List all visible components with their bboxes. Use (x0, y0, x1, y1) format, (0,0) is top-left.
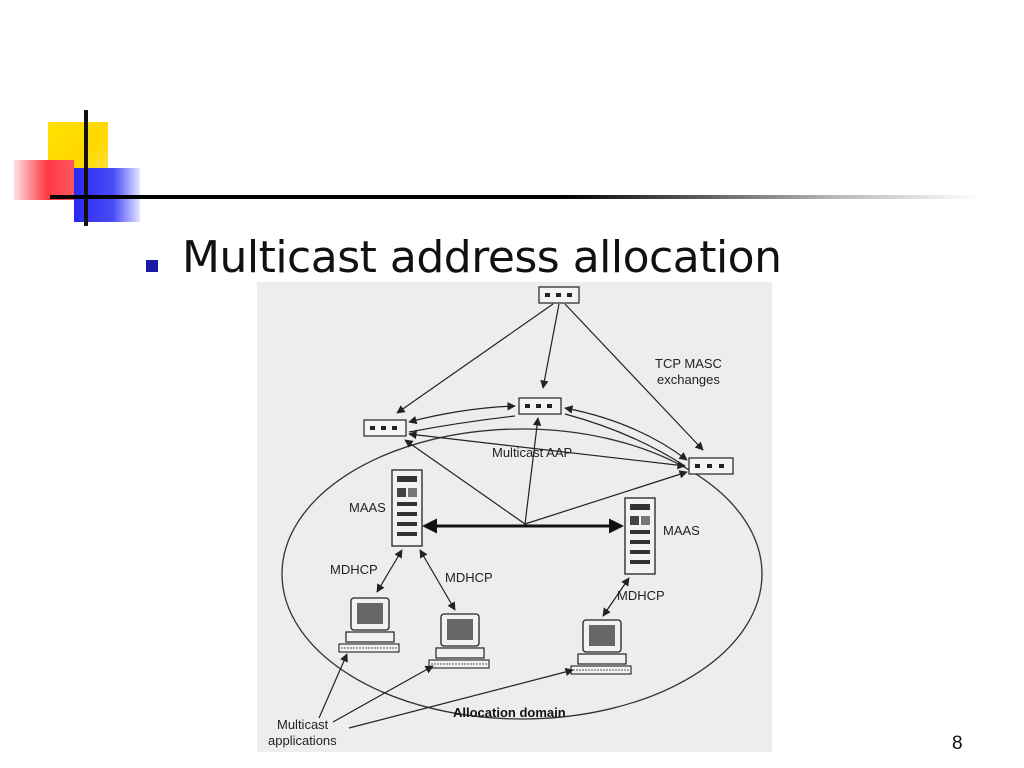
decor-red-square (14, 160, 74, 200)
maas-server-right (624, 497, 656, 575)
page-number: 8 (952, 733, 963, 754)
maas-server-left (391, 469, 423, 547)
multicast-applications-label-line2: applications (268, 733, 337, 748)
router-center (518, 397, 562, 415)
decor-vertical-rule (84, 110, 88, 226)
router-right (688, 457, 734, 475)
mdhcp-mid-label: MDHCP (445, 570, 493, 585)
client-computer-right (570, 619, 632, 675)
router-left (363, 419, 407, 437)
mdhcp-arrows (376, 549, 630, 617)
maas-right-label: MAAS (663, 523, 700, 538)
maas-left-label: MAAS (349, 500, 386, 515)
router-top (538, 286, 580, 304)
slide-heading: Multicast address allocation (182, 232, 782, 283)
multicast-allocation-diagram: TCP MASC exchanges Multicast AAP MAAS MA… (257, 282, 772, 752)
allocation-domain-label: Allocation domain (453, 705, 566, 720)
diagram-canvas: TCP MASC exchanges Multicast AAP MAAS MA… (268, 286, 763, 748)
client-computer-mid (428, 613, 490, 669)
multicast-applications-label-line1: Multicast (277, 717, 329, 732)
multicast-aap-label: Multicast AAP (492, 445, 572, 460)
bullet-square-icon (146, 260, 158, 272)
multicast-aap-arrows (404, 417, 688, 525)
multicast-applications-arrows (318, 653, 574, 729)
tcp-masc-exchanges-label: exchanges (657, 372, 720, 387)
tcp-masc-label: TCP MASC (655, 356, 722, 371)
client-computer-left (338, 597, 400, 653)
mdhcp-right-label: MDHCP (617, 588, 665, 603)
allocation-domain-boundary (281, 428, 763, 720)
mdhcp-left-label: MDHCP (330, 562, 378, 577)
title-underline-rule (50, 195, 980, 199)
tcp-masc-arrows (396, 303, 704, 470)
